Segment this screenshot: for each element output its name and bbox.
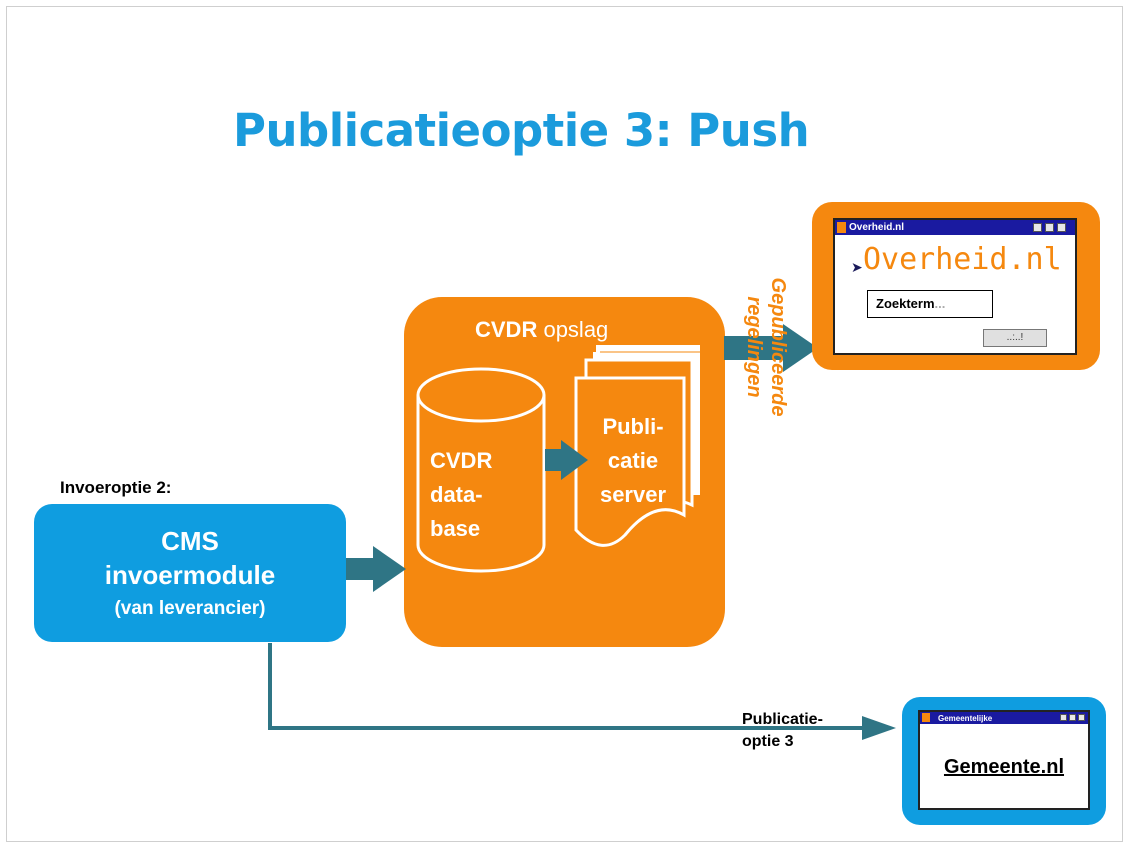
cms-title: CMS: [161, 526, 219, 556]
cms-module-box: CMS invoermodule (van leverancier): [34, 504, 346, 642]
minimize-icon[interactable]: [1060, 714, 1067, 721]
window-app-icon: [922, 713, 930, 722]
close-icon[interactable]: [1078, 714, 1085, 721]
slide-title: Publicatieoptie 3: Push: [233, 104, 810, 157]
search-input[interactable]: Zoekterm...: [867, 290, 993, 318]
overheid-logo: Overheid.nl: [863, 242, 1062, 277]
search-input-text: Zoekterm: [876, 296, 935, 311]
search-button[interactable]: ..:..!: [983, 329, 1047, 347]
minimize-icon[interactable]: [1033, 223, 1042, 232]
publication-option-line: Publicatie-: [742, 711, 823, 728]
overheid-window: Overheid.nl ➤ Overheid.nl Zoekterm... ..…: [833, 218, 1077, 355]
database-label-line: CVDR: [430, 448, 493, 473]
publication-option-label: Publicatie- optie 3: [742, 709, 823, 753]
storage-label: CVDR opslag: [475, 317, 608, 343]
overheid-window-title: Overheid.nl: [849, 222, 905, 233]
server-label: Publi- catie server: [585, 410, 681, 512]
storage-label-bold: CVDR: [475, 317, 538, 342]
slide-frame: [6, 6, 1123, 842]
database-label-line: data-: [430, 482, 483, 507]
published-label: Gepubliceerde regelingen: [730, 252, 790, 442]
arrow-storage-to-overheid: [724, 324, 818, 372]
overheid-titlebar: Overheid.nl: [835, 220, 1075, 235]
search-input-ellipsis: ...: [934, 296, 946, 311]
cursor-icon: ➤: [851, 259, 863, 275]
arrow-cms-to-storage: [346, 546, 406, 592]
storage-label-rest: opslag: [537, 317, 609, 342]
cms-subtitle: invoermodule: [104, 560, 276, 590]
database-label-line: base: [430, 516, 481, 541]
maximize-icon[interactable]: [1045, 223, 1054, 232]
database-label: CVDR data- base: [430, 444, 510, 546]
cms-vendor-note: (van leverancier): [114, 598, 266, 619]
server-label-line: server: [599, 482, 667, 507]
published-label-line: regelingen: [743, 296, 765, 398]
gemeente-titlebar: Gemeentelijke: [920, 712, 1088, 724]
window-app-icon: [837, 222, 846, 233]
database-cylinder: [416, 367, 546, 573]
close-icon[interactable]: [1057, 223, 1066, 232]
server-label-line: Publi-: [602, 414, 664, 439]
arrow-cms-to-gemeente: [268, 643, 896, 740]
published-label-line: Gepubliceerde: [767, 277, 789, 417]
publication-option-line: optie 3: [742, 733, 794, 750]
invoer-option-label: Invoeroptie 2:: [60, 478, 172, 497]
gemeente-link[interactable]: Gemeente.nl: [943, 756, 1065, 778]
document-stack: [574, 345, 700, 547]
arrow-database-to-server: [545, 440, 588, 480]
server-label-line: catie: [607, 448, 659, 473]
gemeente-window: Gemeentelijke Gemeente.nl: [918, 710, 1090, 810]
maximize-icon[interactable]: [1069, 714, 1076, 721]
gemeente-window-title: Gemeentelijke: [938, 714, 993, 723]
